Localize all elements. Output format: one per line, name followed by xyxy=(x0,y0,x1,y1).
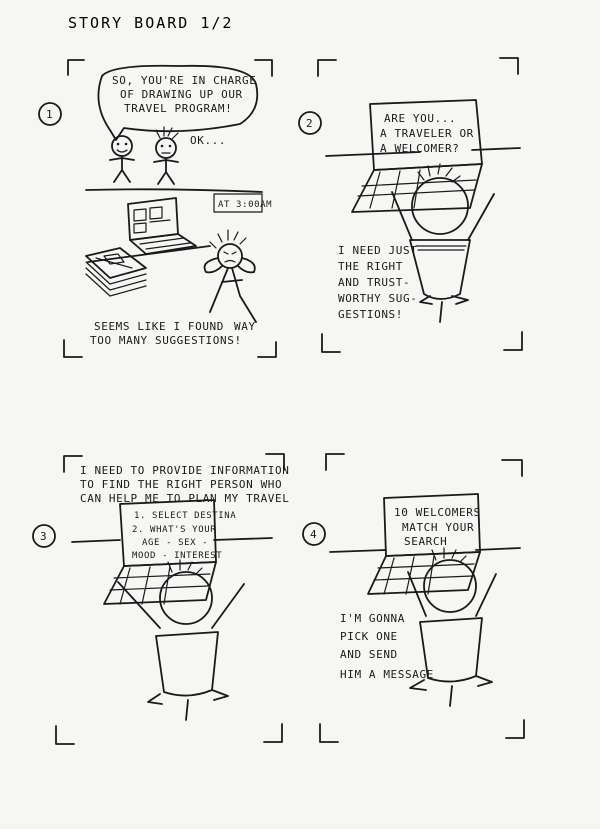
caption-line-2: THE RIGHT xyxy=(338,260,403,273)
panel-3-number: 3 xyxy=(40,530,47,543)
screen-line-2: MATCH YOUR xyxy=(402,521,474,534)
header-line-3: CAN HELP ME TO PLAN MY TRAVEL xyxy=(80,492,289,505)
laptop-keyboard-3 xyxy=(103,561,217,605)
designer-figure xyxy=(153,126,179,185)
panel-1-frame xyxy=(63,59,277,358)
panel-3-number-circle xyxy=(32,524,56,548)
panel-2-number-circle xyxy=(298,111,322,135)
boss-figure xyxy=(109,135,135,183)
screen-line-3: AGE - SEX - xyxy=(142,538,208,548)
panel-4-frame xyxy=(319,453,525,743)
screen-line-1: ARE YOU... xyxy=(384,112,456,125)
desk-line-3 xyxy=(71,537,273,543)
bubble-line-2: OF DRAWING UP OUR xyxy=(120,88,243,101)
header-line-2: TO FIND THE RIGHT PERSON WHO xyxy=(80,478,282,491)
panel-4: 4 10 WELCOMERS MATCH YOUR SEARCH I'M GON… xyxy=(302,453,525,743)
reply-text: OK... xyxy=(190,134,226,147)
caption-line-2: PICK ONE xyxy=(340,630,398,643)
panel-2-caption: I NEED JUST THE RIGHT AND TRUST- WORTHY … xyxy=(338,244,425,321)
panel-2-frame xyxy=(317,57,523,353)
papers-stack xyxy=(85,247,147,297)
page-title: STORY BOARD 1/2 xyxy=(68,14,233,32)
caption-line-3: AND SEND xyxy=(340,648,398,661)
screen-line-2: 2. WHAT'S YOUR xyxy=(132,525,216,535)
panel-1-number: 1 xyxy=(46,108,53,121)
caption-line-2: TOO MANY SUGGESTIONS! xyxy=(90,334,242,347)
panel-4-caption: I'M GONNA PICK ONE AND SEND HIM A MESSAG… xyxy=(340,612,434,681)
panel-4-screen-text: 10 WELCOMERS MATCH YOUR SEARCH xyxy=(394,506,488,548)
caption-line-4: HIM A MESSAGE xyxy=(340,668,434,681)
bubble-line-3: TRAVEL PROGRAM! xyxy=(124,102,232,115)
panel-2-number: 2 xyxy=(306,117,313,130)
panel-4-number-circle xyxy=(302,522,326,546)
panel-2: 2 ARE YOU... A TRAVELER OR A WELCOMER? I… xyxy=(298,57,523,353)
bubble-line-1: SO, YOU'RE IN CHARGE xyxy=(112,74,256,87)
panel-1-number-circle xyxy=(38,102,62,126)
panel-3-header: I NEED TO PROVIDE INFORMATION TO FIND TH… xyxy=(80,464,297,505)
panel-3-frame xyxy=(55,453,285,745)
clock-box xyxy=(213,193,263,213)
screen-line-1: 10 WELCOMERS xyxy=(394,506,481,519)
screen-line-2: A TRAVELER OR xyxy=(380,127,474,140)
caption-line-1: I NEED JUST xyxy=(338,244,417,257)
caption-line-3: AND TRUST- xyxy=(338,276,410,289)
clock-text: AT 3:00AM xyxy=(218,200,272,210)
scene-divider xyxy=(85,188,263,193)
user-figure-back-2 xyxy=(391,163,495,323)
header-line-1: I NEED TO PROVIDE INFORMATION xyxy=(80,464,289,477)
caption-line-4: WORTHY SUG- xyxy=(338,292,417,305)
screen-line-3: SEARCH xyxy=(404,535,447,548)
panel-3: 3 I NEED TO PROVIDE INFORMATION TO FIND … xyxy=(32,453,297,745)
screen-line-3: A WELCOMER? xyxy=(380,142,459,155)
caption-line-1: SEEMS LIKE I FOUND xyxy=(94,320,224,333)
panel-4-number: 4 xyxy=(310,528,317,541)
user-figure-back-3 xyxy=(117,559,245,721)
screen-line-1: 1. SELECT DESTINA xyxy=(134,511,236,521)
stressed-figure xyxy=(203,229,257,323)
caption-line-5: GESTIONS! xyxy=(338,308,403,321)
speech-bubble-text: SO, YOU'RE IN CHARGE OF DRAWING UP OUR T… xyxy=(112,74,264,115)
laptop-keyboard-2 xyxy=(351,163,483,213)
caption-line-1: I'M GONNA xyxy=(340,612,405,625)
speech-bubble xyxy=(97,64,259,141)
laptop-keyboard-4 xyxy=(367,551,481,595)
screen-line-4: MOOD - INTEREST xyxy=(132,551,222,561)
panel-1-caption: SEEMS LIKE I FOUND TOO MANY SUGGESTIONS! xyxy=(90,320,242,347)
panel-1: 1 SO, YOU'RE IN CHARGE OF DRAWING UP OUR… xyxy=(38,59,277,358)
caption-word-way: WAY xyxy=(234,320,256,333)
laptop-panel-1 xyxy=(127,197,197,255)
panel-3-screen-text: 1. SELECT DESTINA 2. WHAT'S YOUR AGE - S… xyxy=(132,511,242,561)
desk-line-4 xyxy=(329,547,521,553)
user-figure-back-4 xyxy=(407,547,497,707)
panel-2-screen-text: ARE YOU... A TRAVELER OR A WELCOMER? xyxy=(380,112,481,155)
